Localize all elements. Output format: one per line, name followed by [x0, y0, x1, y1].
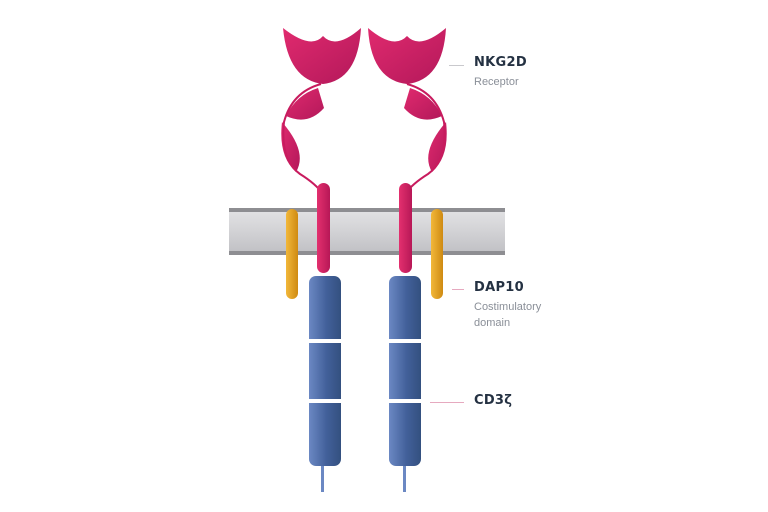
- nkg2d-stalk-right: [399, 183, 412, 273]
- dap10-subtitle-line1: Costimulatory: [474, 301, 542, 313]
- nkg2d-linker-left: [282, 83, 324, 195]
- cd3z-right: [389, 276, 421, 466]
- cd3z-label: CD3ζ: [474, 393, 512, 408]
- dap10-right: [431, 209, 443, 299]
- cd3z-domain-icon: [309, 276, 421, 492]
- dap10-label: DAP10 Costimulatory domain: [474, 280, 541, 331]
- nkg2d-receptor-icon: [281, 28, 361, 273]
- nkg2d-lobe-left-2: [281, 122, 300, 172]
- nkg2d-linker-right: [404, 83, 446, 195]
- dap10-subtitle: Costimulatory domain: [474, 299, 541, 331]
- nkg2d-subtitle: Receptor: [474, 76, 519, 88]
- nkg2d-head-right: [368, 28, 446, 84]
- cell-membrane-icon: [229, 208, 505, 255]
- dap10-left: [286, 209, 298, 299]
- nkg2d-lobe-right-1: [404, 88, 442, 120]
- nkg2d-label: NKG2D Receptor: [474, 55, 527, 90]
- nkg2d-title: NKG2D: [474, 55, 527, 70]
- cd3z-left: [309, 276, 341, 466]
- nkg2d-stalk-left: [317, 183, 330, 273]
- nkg2d-lobe-left-1: [286, 88, 324, 120]
- dap10-leader-line: [452, 289, 464, 290]
- nkg2d-lobe-right-2: [428, 122, 447, 172]
- nkg2d-receptor-icon: [368, 28, 447, 273]
- cd3z-leader-line: [430, 402, 464, 403]
- nkg2d-head-left: [283, 28, 361, 84]
- dap10-domain-icon: [286, 209, 443, 299]
- cd3z-title: CD3ζ: [474, 393, 513, 408]
- dap10-subtitle-line2: domain: [474, 317, 511, 329]
- nkg2d-leader-line: [449, 65, 464, 66]
- dap10-title: DAP10: [474, 280, 524, 295]
